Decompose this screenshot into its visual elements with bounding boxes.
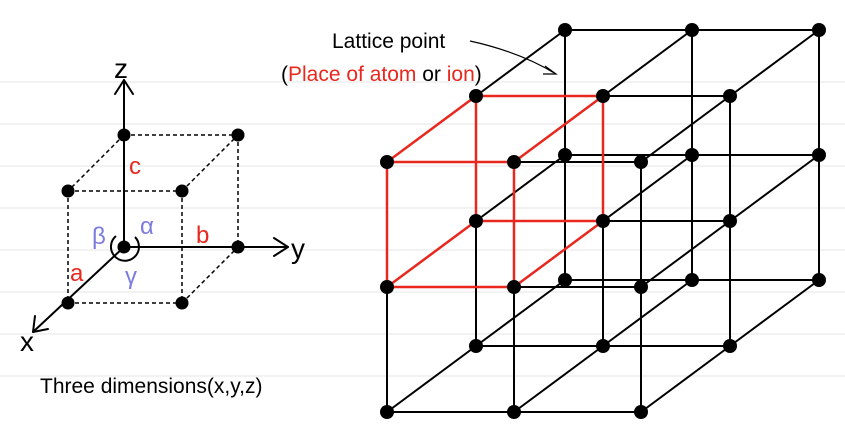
x-axis bbox=[32, 246, 125, 333]
lattice-edge bbox=[602, 279, 693, 347]
edge-label-a: a bbox=[70, 260, 84, 287]
lattice-edge bbox=[640, 220, 731, 288]
callout-pointer-line bbox=[469, 40, 557, 75]
lattice-edge bbox=[729, 29, 820, 97]
callout-place-of-atom: Place of atom bbox=[288, 63, 416, 86]
lattice-edge bbox=[602, 154, 693, 222]
lattice-black-edges bbox=[386, 29, 820, 413]
lattice-edge bbox=[602, 29, 693, 97]
callout-paren-open: ( bbox=[281, 63, 288, 86]
lattice-edge bbox=[475, 154, 566, 222]
x-axis-label: x bbox=[20, 326, 34, 357]
lattice-edge bbox=[640, 345, 731, 413]
callout-ion: ion bbox=[447, 63, 475, 86]
lattice-point bbox=[469, 214, 483, 228]
lattice-point bbox=[507, 155, 521, 169]
lattice-point bbox=[723, 89, 737, 103]
highlighted-unit-cell-edges bbox=[385, 94, 605, 289]
lattice-point bbox=[812, 23, 826, 37]
lattice-point bbox=[596, 89, 610, 103]
x-axis-arrowhead bbox=[32, 315, 49, 333]
unit-cell-points bbox=[61, 128, 245, 310]
y-axis-arrowhead bbox=[273, 237, 289, 257]
coordinate-axes bbox=[32, 79, 289, 333]
lattice-edge bbox=[640, 95, 731, 163]
lattice-point bbox=[596, 214, 610, 228]
lattice-edge bbox=[386, 345, 477, 413]
callout-or: or bbox=[416, 63, 446, 86]
lattice-points bbox=[380, 23, 826, 419]
lattice-point-callout: Lattice point (Place of atom or ion) bbox=[281, 30, 558, 86]
lattice-point bbox=[380, 405, 394, 419]
lattice-point bbox=[812, 273, 826, 287]
lattice-edge bbox=[729, 279, 820, 347]
lattice-point bbox=[723, 214, 737, 228]
lattice-point bbox=[685, 23, 699, 37]
lattice-point bbox=[685, 148, 699, 162]
ruled-lines bbox=[0, 81, 845, 377]
caption: Three dimensions(x,y,z) bbox=[40, 375, 263, 398]
lattice-edge bbox=[729, 154, 820, 222]
callout-title: Lattice point bbox=[332, 30, 445, 53]
lattice-point bbox=[634, 155, 648, 169]
unit-cell-edge bbox=[386, 219, 477, 289]
lattice-point bbox=[380, 155, 394, 169]
lattice-point bbox=[596, 339, 610, 353]
space-lattice bbox=[380, 23, 826, 419]
unit-cell-edge bbox=[386, 94, 477, 164]
lattice-point bbox=[558, 273, 572, 287]
z-axis-arrowhead bbox=[114, 79, 134, 95]
unit-cell-edge bbox=[513, 94, 604, 164]
lattice-point bbox=[507, 280, 521, 294]
lattice-point bbox=[507, 405, 521, 419]
lattice-point bbox=[380, 280, 394, 294]
lattice-point bbox=[634, 280, 648, 294]
lattice-point bbox=[723, 339, 737, 353]
lattice-point bbox=[634, 405, 648, 419]
unit-cell-diagram: z y x c b a α β γ Three dimensions(x,y,z… bbox=[20, 53, 305, 398]
lattice-point bbox=[469, 89, 483, 103]
callout-pointer-arrowhead bbox=[543, 65, 558, 75]
callout-paren-close: ) bbox=[475, 63, 482, 86]
edge-label-c: c bbox=[129, 153, 141, 180]
lattice-point bbox=[812, 148, 826, 162]
lattice-edge bbox=[513, 345, 604, 413]
lattice-edge bbox=[475, 279, 566, 347]
lattice-point bbox=[558, 23, 572, 37]
angle-label-beta: β bbox=[92, 223, 106, 250]
angle-label-alpha: α bbox=[140, 213, 154, 240]
unit-cell-edge bbox=[513, 219, 604, 289]
angle-label-gamma: γ bbox=[125, 263, 137, 290]
y-axis-label: y bbox=[291, 233, 305, 264]
angle-arc bbox=[109, 235, 140, 262]
z-axis-label: z bbox=[114, 53, 128, 84]
lattice-point bbox=[558, 148, 572, 162]
edge-label-b: b bbox=[196, 222, 209, 249]
lattice-point bbox=[685, 273, 699, 287]
lattice-point bbox=[469, 339, 483, 353]
lattice-edge bbox=[475, 29, 566, 97]
callout-subtitle: (Place of atom or ion) bbox=[281, 63, 482, 86]
